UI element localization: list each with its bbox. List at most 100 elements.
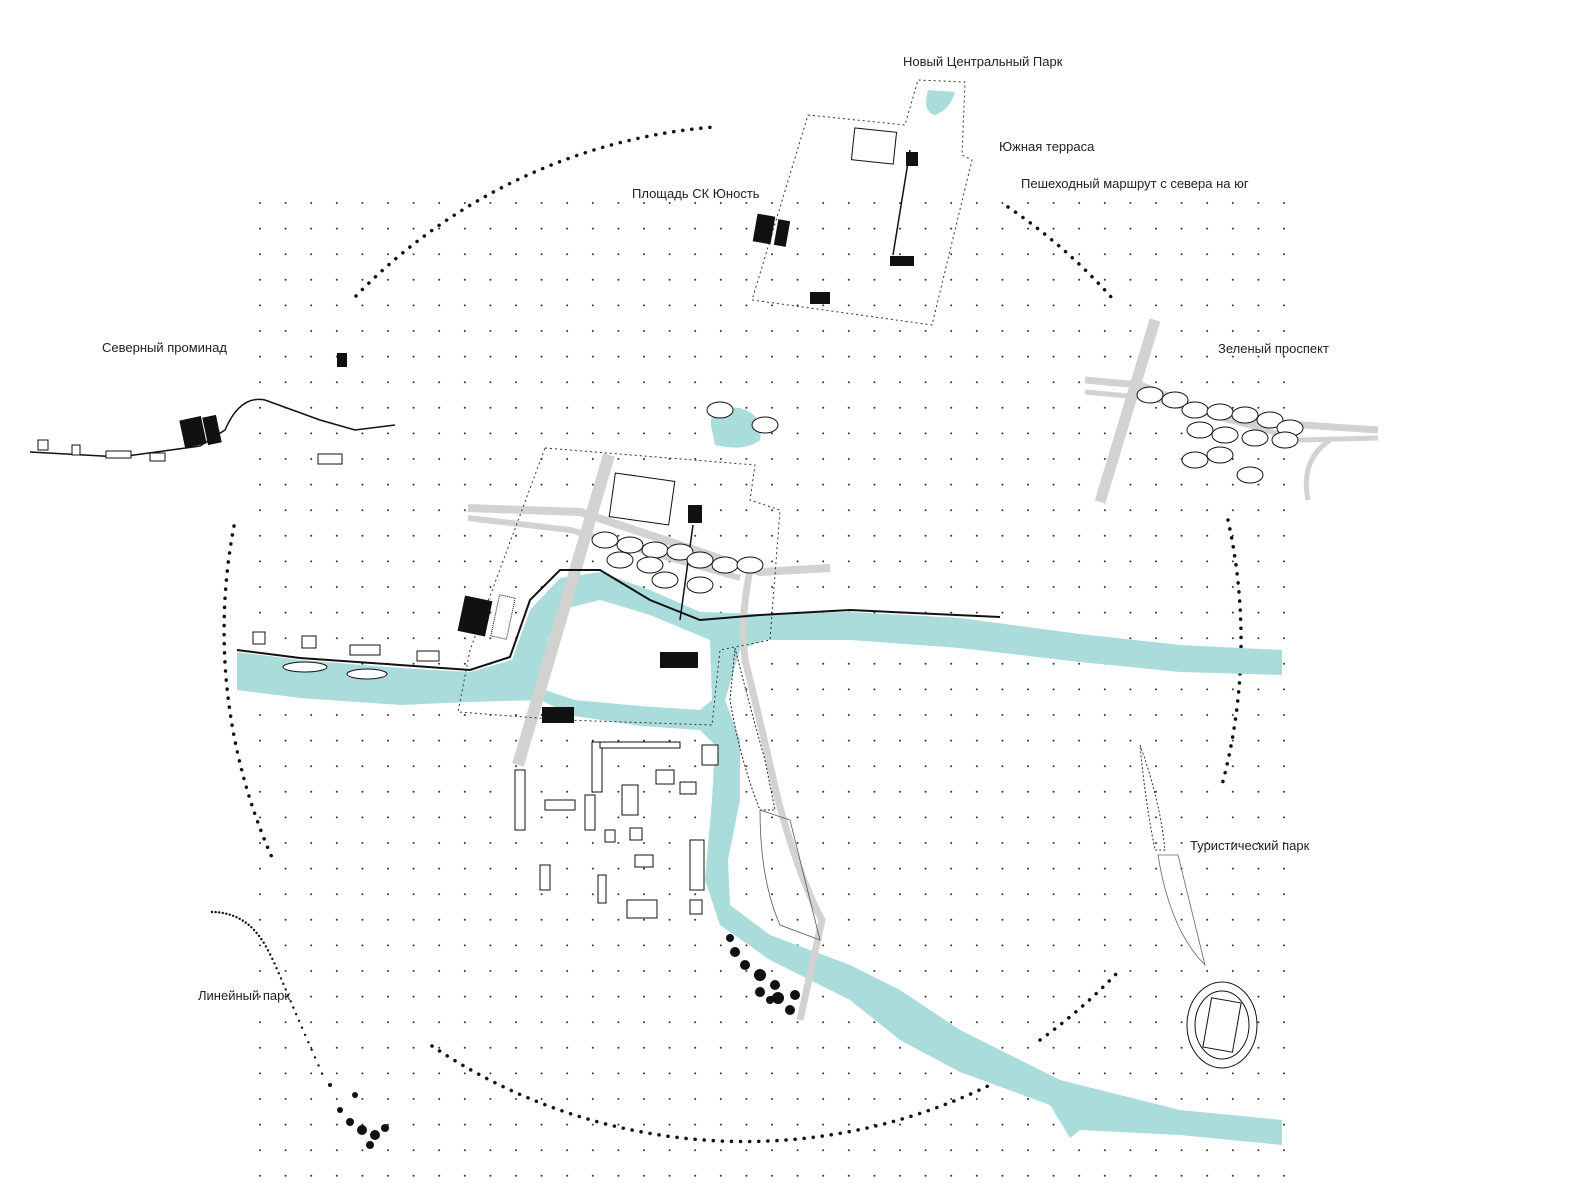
grid-dot bbox=[975, 867, 978, 870]
grid-dot bbox=[335, 1123, 338, 1126]
grid-dot bbox=[873, 278, 876, 281]
grid-dot bbox=[515, 893, 517, 896]
grid-dot bbox=[899, 816, 901, 819]
grid-dot bbox=[1052, 790, 1055, 793]
grid-dot bbox=[975, 893, 978, 896]
grid-dot bbox=[950, 1098, 953, 1100]
grid-dot bbox=[1231, 739, 1234, 742]
grid-dot bbox=[1103, 227, 1106, 230]
grid-dot bbox=[643, 1072, 645, 1075]
grid-dot bbox=[463, 1123, 466, 1126]
grid-dot bbox=[387, 637, 389, 640]
grid-dot bbox=[694, 483, 697, 486]
grid-dot bbox=[796, 1149, 799, 1152]
grid-dot bbox=[566, 1149, 569, 1152]
grid-dot bbox=[1206, 278, 1209, 281]
grid-dot bbox=[745, 458, 748, 460]
grid-dot bbox=[899, 790, 901, 793]
grid-dot bbox=[412, 355, 415, 358]
grid-dot bbox=[668, 330, 671, 332]
grid-dot bbox=[617, 432, 620, 435]
grid-dot bbox=[924, 816, 927, 819]
linear-park-dot bbox=[225, 912, 228, 915]
grid-dot bbox=[1257, 1174, 1260, 1177]
grid-dot bbox=[1129, 458, 1132, 460]
grid-dot bbox=[361, 842, 364, 844]
grid-dot bbox=[489, 995, 492, 998]
grid-dot bbox=[617, 1021, 620, 1024]
grid-dot bbox=[950, 202, 953, 204]
label-north-promenade: Северный проминад bbox=[102, 340, 227, 355]
grid-dot bbox=[796, 842, 799, 844]
grid-dot bbox=[1231, 1098, 1234, 1100]
grid-dot bbox=[361, 765, 364, 768]
grid-dot bbox=[975, 842, 978, 844]
grid-dot bbox=[566, 202, 569, 204]
grid-dot bbox=[668, 970, 671, 972]
grid-dot bbox=[335, 1174, 338, 1177]
grid-dot bbox=[924, 483, 927, 486]
grid-dot bbox=[668, 944, 671, 947]
grid-dot bbox=[1027, 432, 1029, 435]
grid-dot bbox=[1129, 739, 1132, 742]
grid-dot bbox=[1231, 509, 1234, 512]
grid-dot bbox=[975, 739, 978, 742]
grid-dot bbox=[259, 739, 261, 742]
grid-dot bbox=[771, 483, 773, 486]
grid-dot bbox=[1052, 867, 1055, 870]
grid-dot bbox=[1103, 1021, 1106, 1024]
grid-dot bbox=[719, 355, 722, 358]
grid-dot bbox=[950, 406, 953, 409]
grid-dot bbox=[899, 739, 901, 742]
label-yunost-square: Площадь СК Юность bbox=[632, 186, 760, 201]
grid-dot bbox=[975, 586, 978, 588]
linear-park-dot bbox=[238, 917, 241, 920]
grid-dot bbox=[1257, 816, 1260, 819]
grid-dot bbox=[745, 995, 748, 998]
grid-dot bbox=[438, 560, 441, 563]
grid-dot bbox=[489, 432, 492, 435]
grid-dot bbox=[591, 304, 594, 307]
grid-dot bbox=[335, 714, 338, 716]
grid-dot bbox=[899, 1123, 901, 1126]
grid-dot bbox=[1206, 816, 1209, 819]
grid-dot bbox=[591, 330, 594, 332]
grid-dot bbox=[412, 1123, 415, 1126]
grid-dot bbox=[694, 432, 697, 435]
tree-icon bbox=[1186, 421, 1214, 439]
grid-dot bbox=[361, 1021, 364, 1024]
grid-dot bbox=[1129, 278, 1132, 281]
grid-dot bbox=[284, 790, 287, 793]
grid-dot bbox=[643, 816, 645, 819]
linear-park-dot bbox=[292, 1006, 295, 1009]
grid-dot bbox=[591, 893, 594, 896]
grid-dot bbox=[387, 381, 389, 384]
grid-dot bbox=[643, 1098, 645, 1100]
grid-dot bbox=[873, 355, 876, 358]
grid-dot bbox=[1103, 458, 1106, 460]
grid-dot bbox=[847, 330, 850, 332]
grid-dot bbox=[1001, 970, 1004, 972]
grid-dot bbox=[361, 202, 364, 204]
grid-dot bbox=[387, 534, 389, 537]
grid-dot bbox=[1078, 1149, 1081, 1152]
grid-dot bbox=[617, 1149, 620, 1152]
grid-dot bbox=[540, 944, 543, 947]
grid-dot bbox=[591, 432, 594, 435]
grid-dot bbox=[1078, 406, 1081, 409]
grid-dot bbox=[591, 842, 594, 844]
grid-dot bbox=[412, 509, 415, 512]
grid-dot bbox=[361, 1046, 364, 1049]
grid-dot bbox=[668, 995, 671, 998]
grid-dot bbox=[1027, 202, 1029, 204]
grid-dot bbox=[617, 893, 620, 896]
grid-dot bbox=[566, 790, 569, 793]
grid-dot bbox=[1052, 1046, 1055, 1049]
grid-dot bbox=[1001, 995, 1004, 998]
grid-dot bbox=[1027, 790, 1029, 793]
grid-dot bbox=[1103, 790, 1106, 793]
grid-dot bbox=[847, 816, 850, 819]
grid-dot bbox=[719, 995, 722, 998]
grid-dot bbox=[847, 1123, 850, 1126]
grid-dot bbox=[1027, 278, 1029, 281]
